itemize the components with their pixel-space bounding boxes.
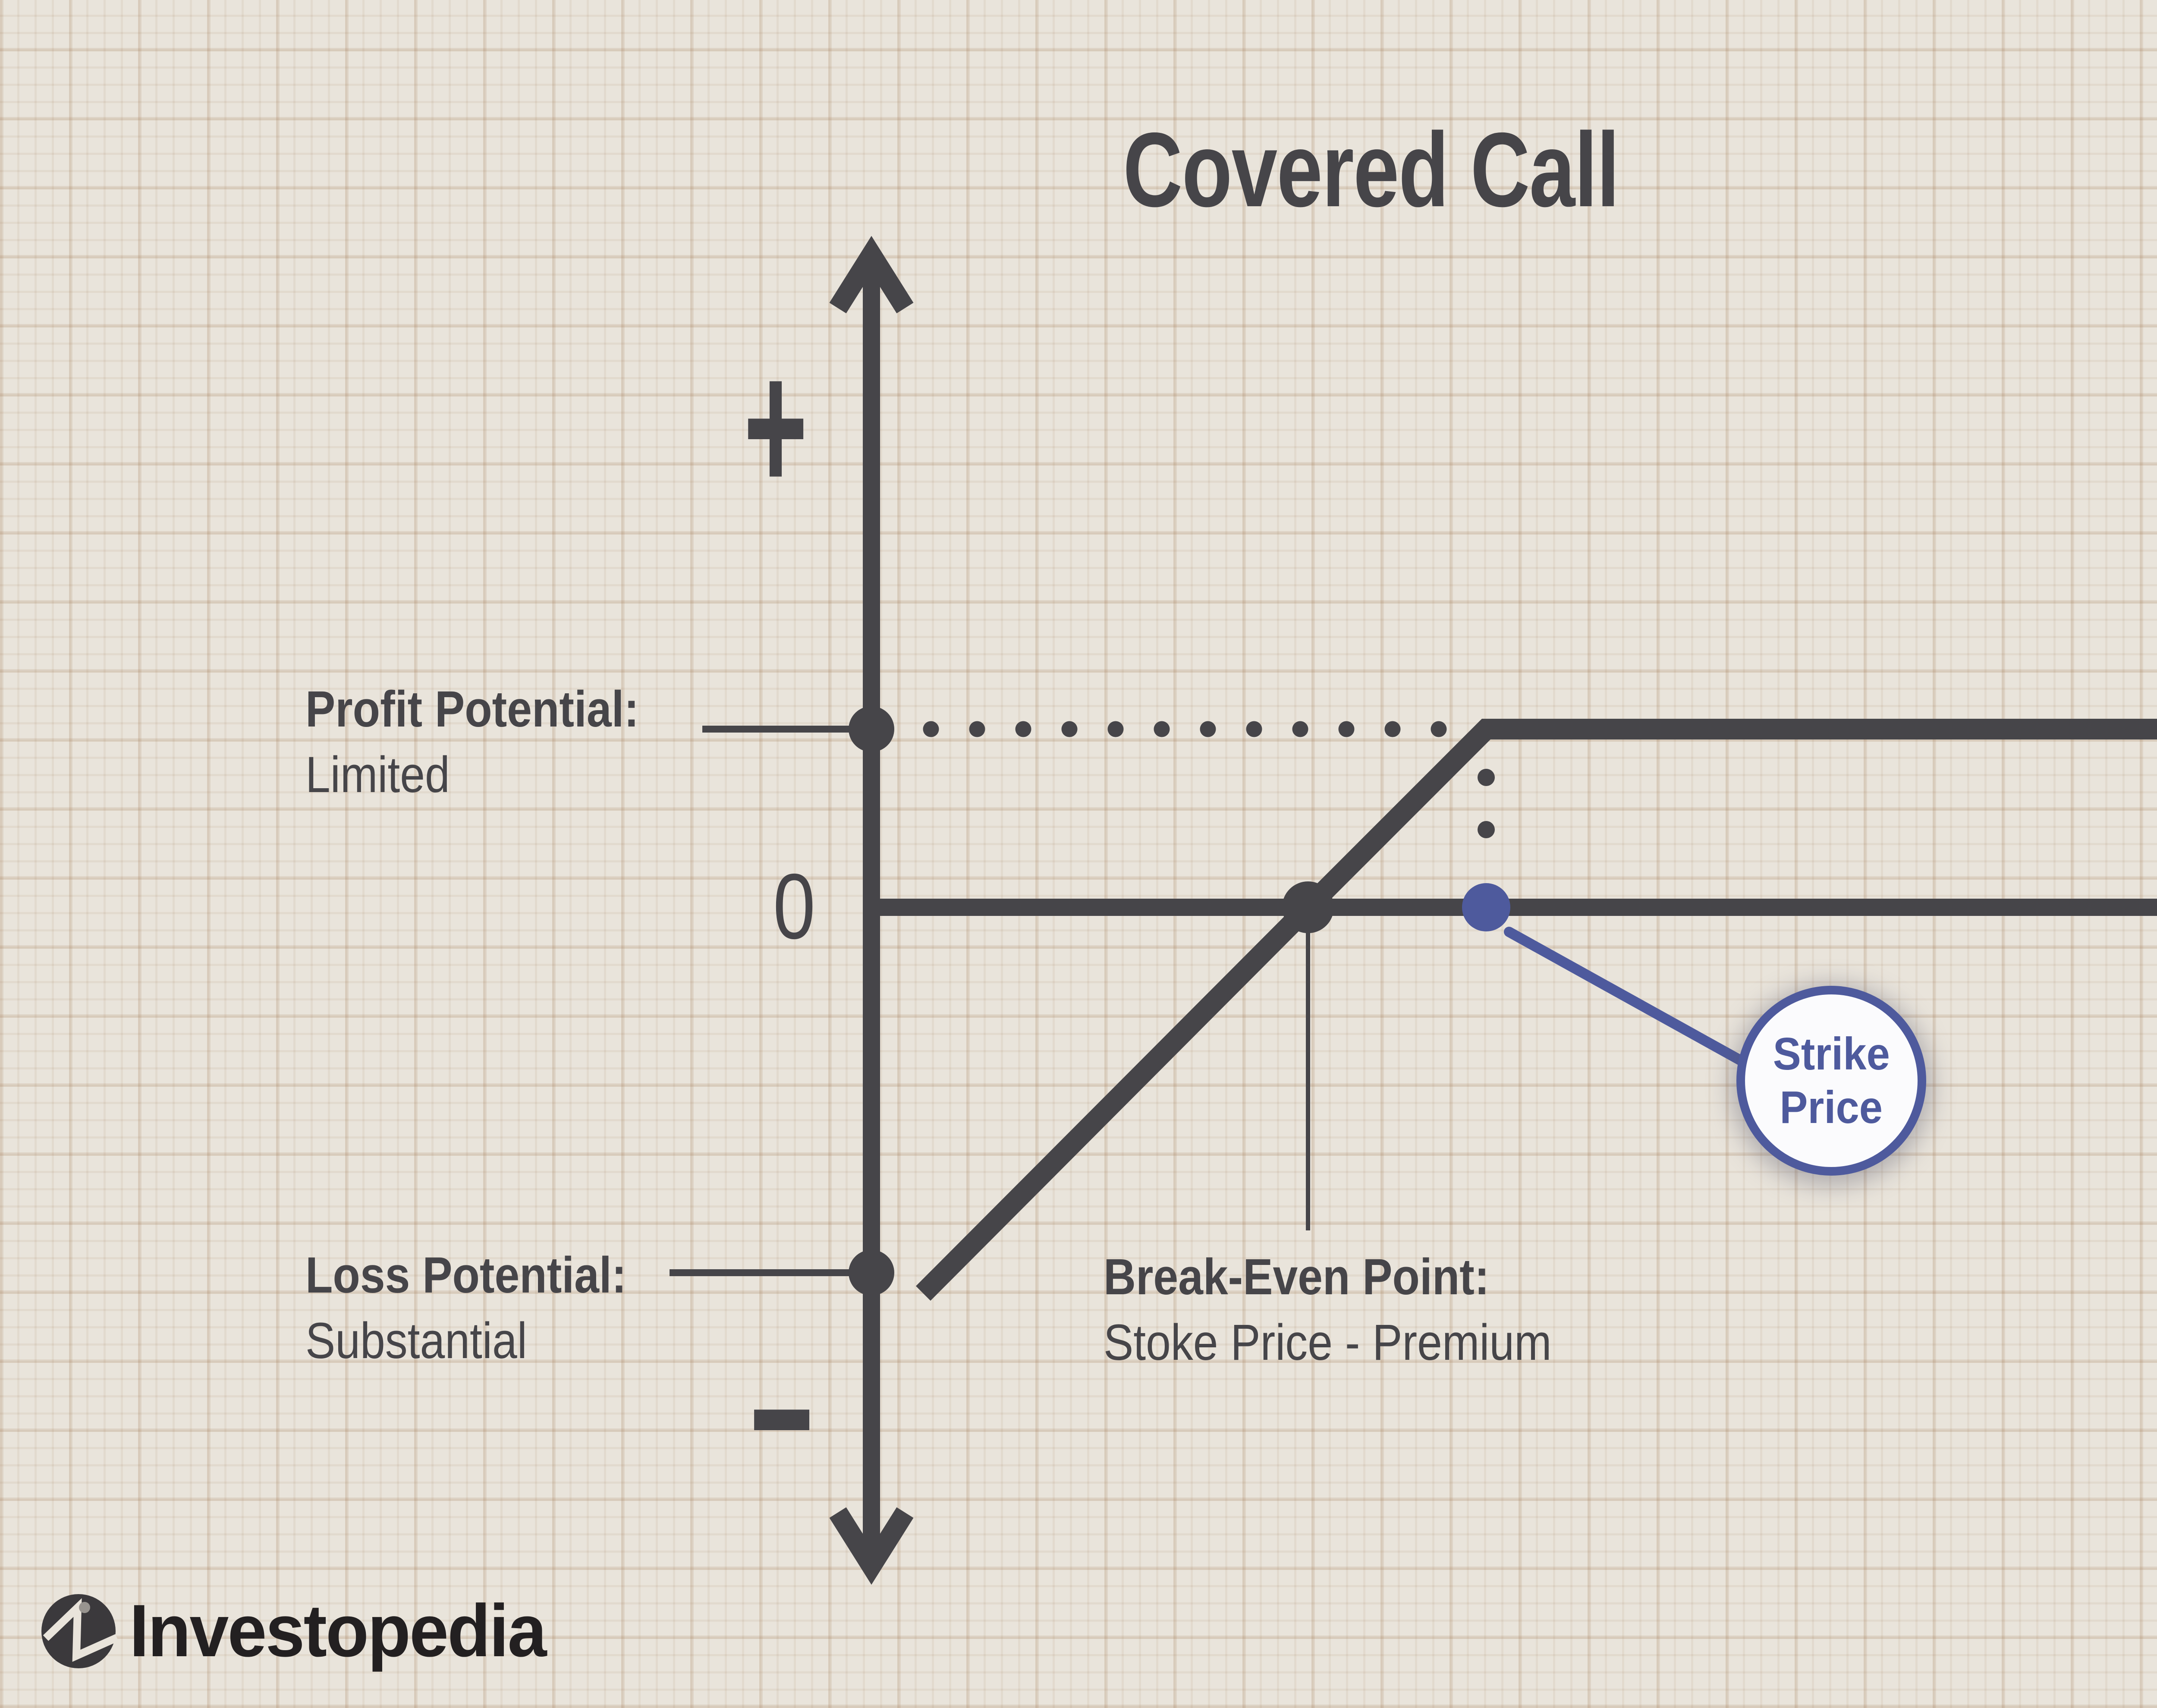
strike-dot: [1462, 883, 1510, 931]
breakeven-label: Break-Even Point: Stoke Price - Premium: [1104, 1244, 1552, 1375]
loss-level-dot: [849, 1250, 894, 1296]
plus-axis-label: +: [743, 321, 808, 532]
breakeven-value: Stoke Price - Premium: [1104, 1314, 1552, 1371]
arrow-down-icon: [829, 1507, 914, 1585]
payoff-line: [916, 719, 2157, 1301]
profit-potential-title: Profit Potential:: [305, 681, 639, 738]
strike-price-line2: Price: [1780, 1082, 1883, 1133]
profit-potential-label: Profit Potential: Limited: [305, 676, 639, 808]
breakeven-title: Break-Even Point:: [1104, 1249, 1490, 1305]
investopedia-logo-icon: [41, 1594, 119, 1668]
strike-price-callout: Strike Price: [1736, 986, 1926, 1176]
loss-potential-title: Loss Potential:: [305, 1247, 627, 1304]
profit-potential-value: Limited: [305, 746, 450, 803]
minus-axis-label: −: [749, 1312, 814, 1522]
zero-axis-label: 0: [773, 854, 815, 958]
breakeven-dot: [1282, 881, 1334, 933]
strike-price-line1: Strike: [1773, 1029, 1890, 1079]
strike-callout-line: [1504, 927, 1764, 1076]
arrow-up-icon: [829, 236, 914, 314]
profit-level-dot: [849, 706, 894, 752]
investopedia-wordmark: Investopedia: [129, 1589, 547, 1672]
loss-potential-value: Substantial: [305, 1312, 527, 1369]
loss-potential-label: Loss Potential: Substantial: [305, 1242, 626, 1374]
page-title: Covered Call: [1123, 110, 1619, 229]
